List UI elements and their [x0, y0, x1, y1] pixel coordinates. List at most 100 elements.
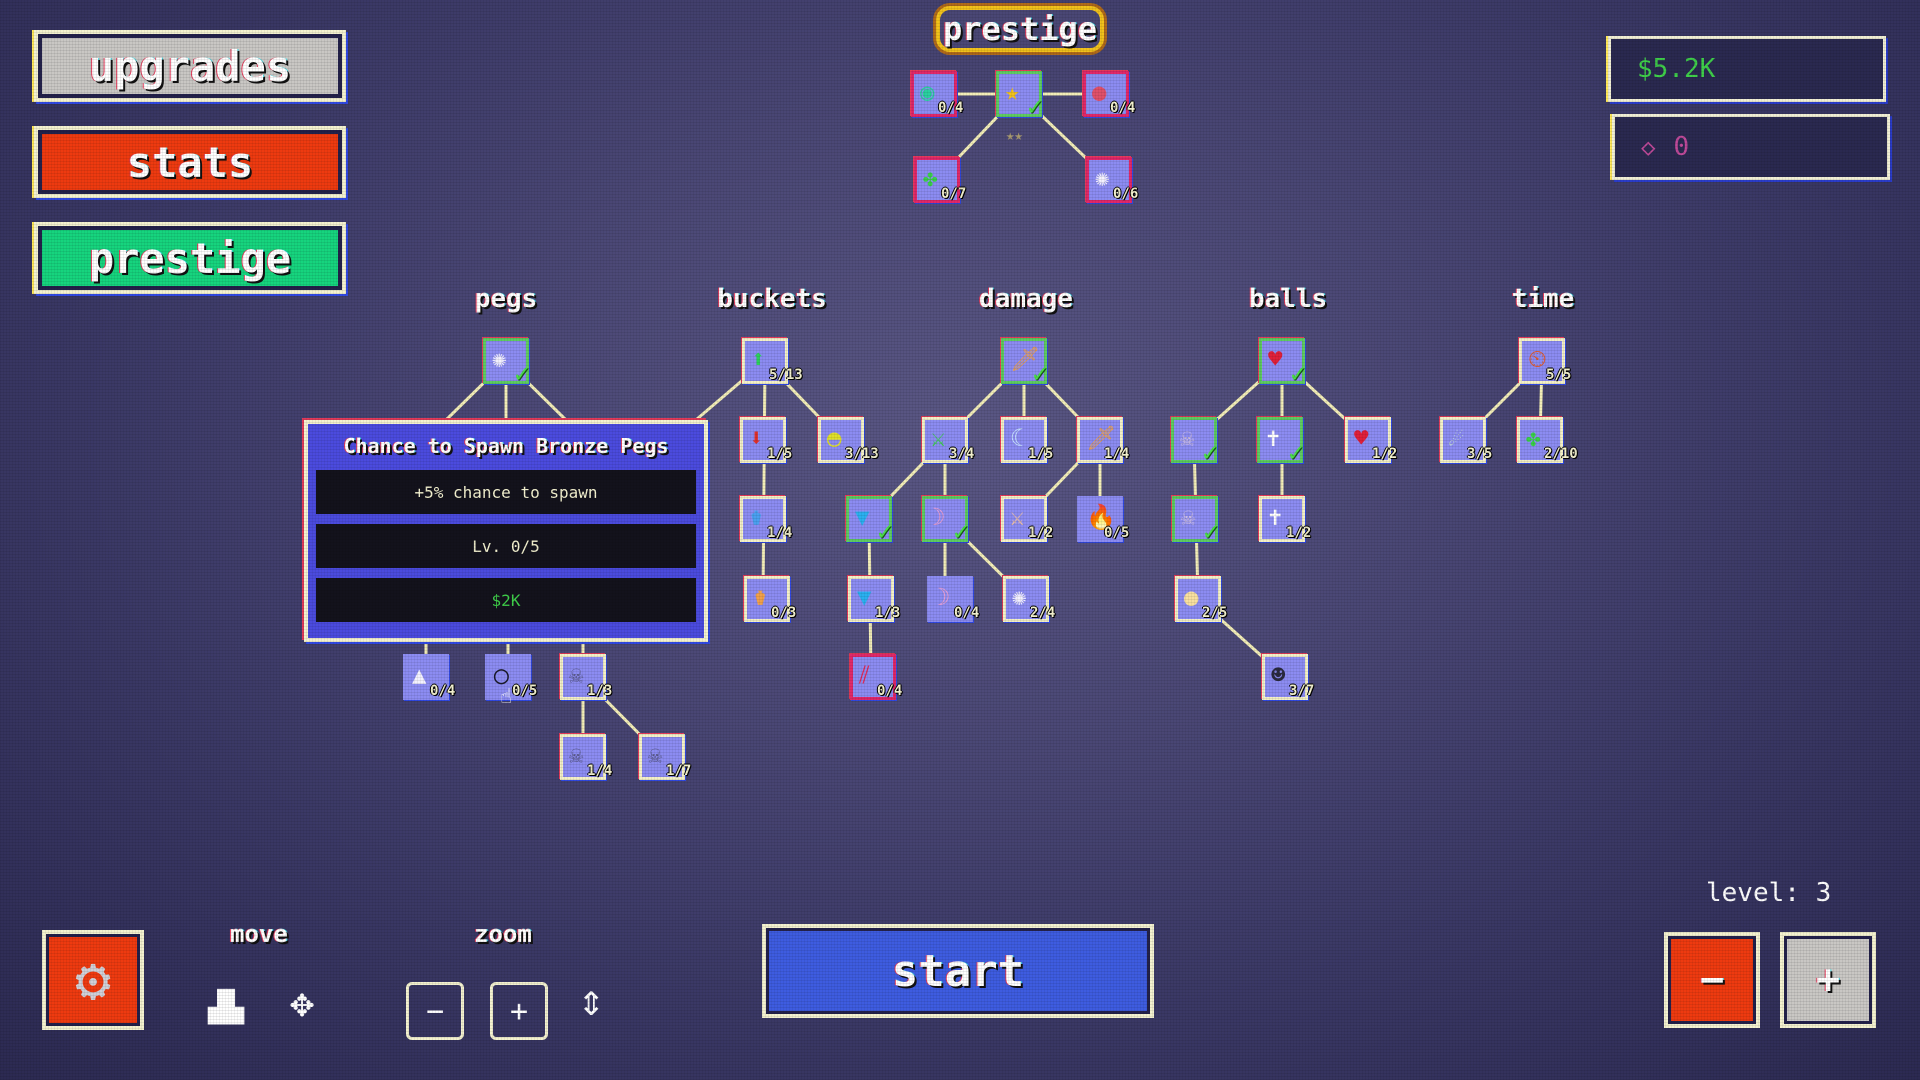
pegs-node-bronze[interactable]: ◯0/5	[485, 654, 537, 700]
zoom-label: zoom	[474, 920, 532, 948]
damage-node-green-sword[interactable]: ⚔3/4	[922, 417, 974, 463]
damage-node-peg-wheel[interactable]: ✺2/4	[1003, 576, 1055, 622]
fire-sword-icon: 🔥	[1086, 503, 1116, 531]
checkmark-icon: ✓	[1288, 438, 1304, 468]
skull-ball-icon: ☠	[1181, 503, 1196, 531]
settings-button[interactable]: ⚙	[42, 930, 144, 1030]
buckets-node-gold[interactable]: ◓3/13	[818, 417, 879, 463]
prestige-node-orb[interactable]: ●0/4	[1083, 71, 1135, 117]
zoom-out-button[interactable]: −	[406, 982, 464, 1040]
pegs-node-skull-2[interactable]: ☠1/4	[560, 734, 612, 780]
bucket-plus-icon: ⚱	[753, 583, 768, 611]
plus-icon: +	[509, 993, 529, 1029]
buckets-node-root[interactable]: ⬆5/13	[742, 338, 803, 384]
level-label: level: 3	[1706, 878, 1832, 908]
heart-ball-icon: ♥	[1268, 345, 1283, 373]
clover-icon: ✤	[923, 164, 938, 192]
damage-node-fire-sword[interactable]: 🔥0/5	[1077, 496, 1129, 542]
prestige-label: prestige	[88, 233, 292, 283]
damage-node-crescent[interactable]: ☾1/5	[1001, 417, 1053, 463]
checkmark-icon: ✓	[1203, 517, 1219, 547]
mouse-scroll-icon: ⇕	[578, 975, 605, 1026]
clover-icon: ✤	[1526, 424, 1541, 452]
money-value: $5.2K	[1637, 54, 1716, 84]
prestige-node-peg[interactable]: ✺0/6	[1086, 157, 1138, 203]
start-label: start	[891, 945, 1025, 997]
balls-node-skull-2[interactable]: ☠✓	[1172, 496, 1219, 547]
start-button[interactable]: start	[762, 924, 1154, 1018]
stats-label: stats	[126, 137, 254, 187]
level-decrease-button[interactable]: −	[1664, 932, 1760, 1028]
checkmark-icon: ✓	[1027, 92, 1043, 122]
plus-icon: +	[1815, 957, 1841, 1003]
bronze-ring-icon: ◯	[494, 661, 509, 689]
balls-node-heart[interactable]: ♥1/2	[1345, 417, 1397, 463]
damage-node-scythe-2[interactable]: ☽0/4	[927, 576, 979, 622]
damage-node-gem-funnel[interactable]: ▼✓	[846, 496, 893, 547]
balls-node-dark-skull[interactable]: ☻3/7	[1262, 654, 1314, 700]
minus-icon: −	[1699, 957, 1725, 1003]
damage-node-gem-funnel-2[interactable]: ▼1/3	[848, 576, 900, 622]
mouse-cursor-icon: ☝	[500, 684, 513, 708]
checkmark-icon: ✓	[1202, 438, 1218, 468]
bucket-up-arrow-icon: ⬆	[751, 345, 766, 373]
peg-wheel-icon: ✺	[1095, 164, 1110, 192]
buckets-node-ball[interactable]: ⚱1/4	[740, 496, 792, 542]
stats-tab-button[interactable]: stats	[34, 126, 346, 198]
peg-wheel-icon: ✺	[492, 345, 507, 373]
pegs-node-skull-3[interactable]: ☠1/7	[639, 734, 691, 780]
prestige-node-lens[interactable]: ◉0/4	[911, 71, 963, 117]
balls-node-gold[interactable]: ●2/5	[1175, 576, 1227, 622]
pegs-node-triangle[interactable]: ▲0/4	[403, 654, 455, 700]
green-sword-icon: ⚔	[931, 424, 946, 452]
zoom-in-button[interactable]: +	[490, 982, 548, 1040]
pegs-node-skull-1[interactable]: ☠1/3	[560, 654, 612, 700]
upgrades-tab-button[interactable]: upgrades	[34, 30, 346, 102]
category-buckets: buckets	[717, 284, 827, 314]
skull-peg-icon: ☠	[648, 741, 663, 769]
tooltip-title: Chance to Spawn Bronze Pegs	[343, 434, 669, 458]
tooltip-level: Lv. 0/5	[316, 524, 696, 568]
triangle-peg-icon: ▲	[412, 661, 427, 689]
time-node-clover[interactable]: ✤2/10	[1517, 417, 1578, 463]
checkmark-icon: ✓	[877, 517, 893, 547]
dark-skull-ball-icon: ☻	[1271, 661, 1286, 689]
mouse-drag-icon: ✥	[290, 980, 315, 1026]
damage-node-red-slash[interactable]: ⫽0/4	[850, 654, 902, 700]
balls-node-skull[interactable]: ☠✓	[1171, 417, 1218, 468]
time-node-comet[interactable]: ☄3/5	[1440, 417, 1492, 463]
balls-node-cross-2[interactable]: ✝1/2	[1259, 496, 1311, 542]
level-increase-button[interactable]: +	[1780, 932, 1876, 1028]
time-node-root[interactable]: ⏲5/5	[1519, 338, 1571, 384]
prestige-node-clover[interactable]: ✤0/7	[914, 157, 966, 203]
skull-peg-icon: ☠	[569, 661, 584, 689]
skull-peg-icon: ☠	[569, 741, 584, 769]
cross-icon: ✝	[1268, 503, 1283, 531]
buckets-node-down[interactable]: ⬇1/5	[740, 417, 792, 463]
crescent-icon: ☾	[1010, 424, 1025, 452]
buckets-node-plus[interactable]: ⚱0/3	[744, 576, 796, 622]
red-slash-icon: ⫽	[859, 661, 870, 689]
category-balls: balls	[1248, 284, 1328, 314]
keyboard-keys-icon: ▟▙	[208, 990, 245, 1025]
balls-node-root[interactable]: ♥✓	[1259, 338, 1306, 389]
category-pegs: pegs	[474, 284, 538, 314]
damage-node-scythe[interactable]: ☽✓	[922, 496, 969, 547]
upgrades-label: upgrades	[88, 41, 292, 91]
cross-icon: ✝	[1266, 424, 1281, 452]
balls-node-cross[interactable]: ✝✓	[1257, 417, 1304, 468]
gem-value: 0	[1673, 132, 1690, 162]
prestige-tab-button[interactable]: prestige	[34, 222, 346, 294]
category-damage: damage	[979, 284, 1073, 314]
damage-node-sword[interactable]: 🗡1/4	[1077, 417, 1129, 463]
pegs-node-root[interactable]: ✺✓	[483, 338, 530, 389]
prestige-node-star[interactable]: ★✓	[996, 71, 1043, 122]
damage-node-sparkle-sword[interactable]: ⚔1/2	[1001, 496, 1053, 542]
star-icon: ★	[1005, 78, 1020, 106]
tooltip-cost: $2K	[316, 578, 696, 622]
minus-icon: −	[425, 993, 445, 1029]
damage-node-root[interactable]: 🗡✓	[1001, 338, 1048, 389]
scythe-icon: ☽	[931, 503, 946, 531]
gold-ball-icon: ●	[1184, 583, 1199, 611]
checkmark-icon: ✓	[953, 517, 969, 547]
